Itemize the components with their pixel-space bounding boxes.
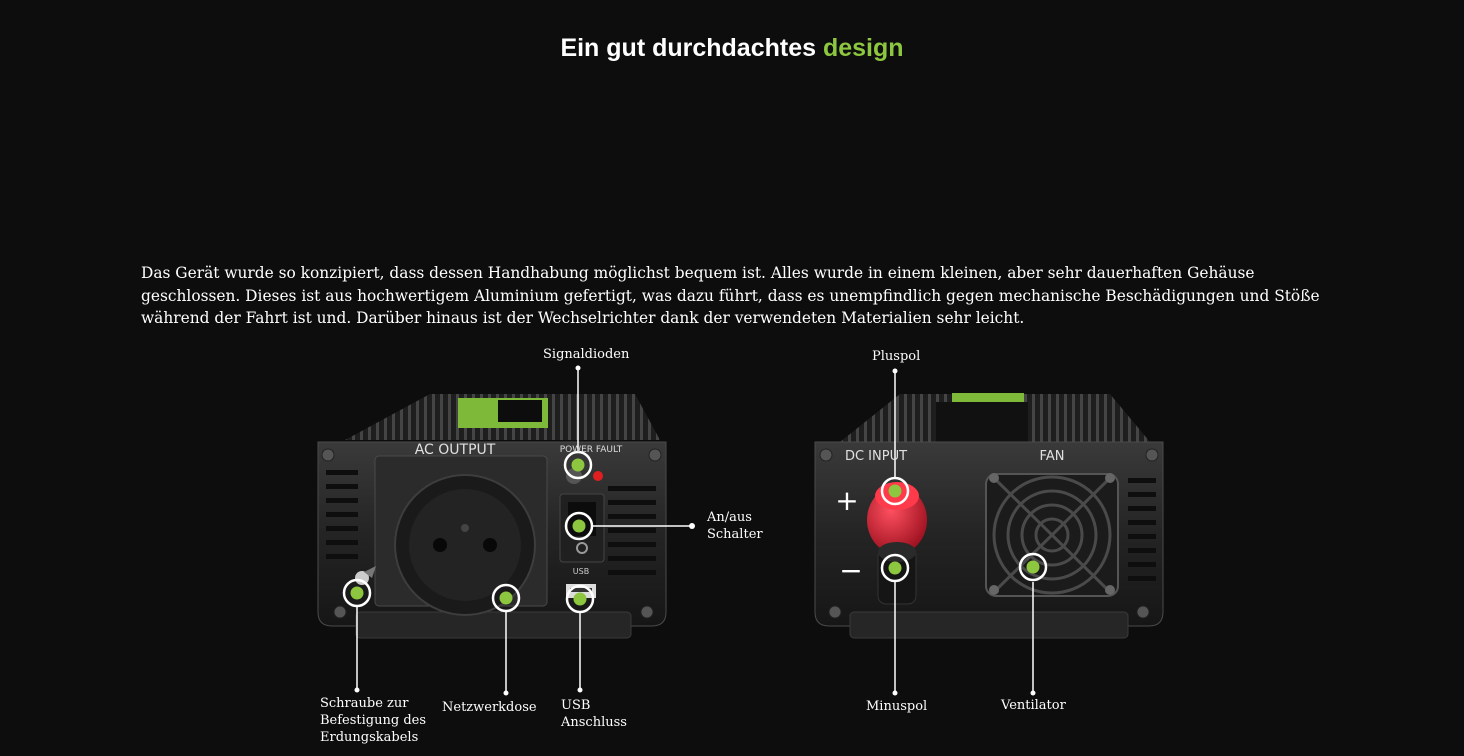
brand-stripe-back [952,393,1024,403]
title-prefix: Ein gut durchdachtes [560,34,823,62]
hotspot-schalter[interactable] [564,511,594,541]
label-minuspol: Minuspol [866,699,928,714]
section-title: Ein gut durchdachtes design [0,34,1464,63]
label-schraube-line1: Schraube zur [320,696,409,711]
fault-led [593,471,603,481]
label-pluspol: Pluspol [872,349,921,364]
description-paragraph: Das Gerät wurde so konzipiert, dass dess… [141,264,1320,327]
label-schalter-line2: Schalter [707,527,763,542]
hotspot-minuspol[interactable] [880,553,910,583]
description-text: Das Gerät wurde so konzipiert, dass dess… [141,262,1321,330]
title-accent: design [822,34,904,62]
label-schraube-line2: Befestigung des [320,713,427,728]
label-schalter-line1: An/aus [707,510,752,525]
fan-grille [985,473,1119,597]
label-usb-line2: Anschluss [561,715,627,730]
inverter-front-view [317,394,667,639]
hotspot-pluspol[interactable] [880,476,910,506]
label-schraube-line3: Erdungskabels [320,730,419,745]
hotspot-usb[interactable] [565,584,595,614]
minus-sign: − [839,554,862,587]
hotspot-netzwerkdose[interactable] [491,583,521,613]
usb-label: USB [573,567,589,576]
power-fault-label: POWER FAULT [560,445,623,455]
label-usb-line1: USB [561,698,591,713]
ac-output-label: AC OUTPUT [415,442,496,458]
hotspot-schraube[interactable] [342,578,372,608]
fan-label: FAN [1040,449,1065,464]
label-ventilator: Ventilator [1001,698,1066,713]
plus-sign: + [835,484,858,517]
label-netzwerkdose: Netzwerkdose [442,700,537,715]
label-usb: USB Anschluss [561,697,627,731]
hotspot-signaldioden[interactable] [563,450,593,480]
dc-input-label: DC INPUT [845,449,907,464]
inverter-back-view [814,393,1164,639]
power-led [566,468,582,484]
hotspot-ventilator[interactable] [1018,552,1048,582]
label-signaldioden: Signaldioden [543,347,630,362]
label-schalter: An/aus Schalter [707,509,763,543]
label-schraube: Schraube zur Befestigung des Erdungskabe… [320,695,426,746]
